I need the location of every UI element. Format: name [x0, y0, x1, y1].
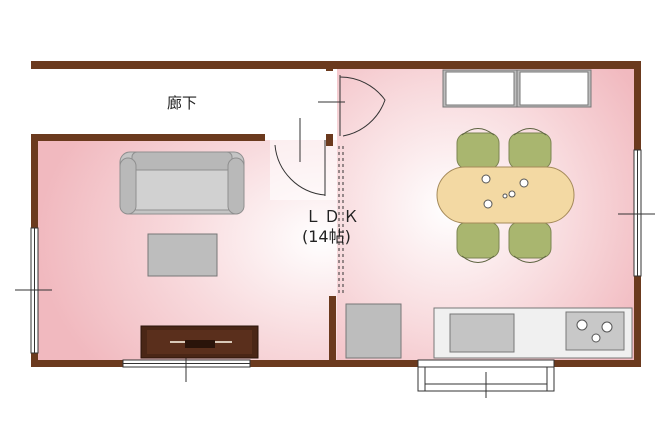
room-name-label: ＬＤＫ	[305, 207, 363, 226]
sofa-icon	[119, 151, 245, 215]
walls	[31, 61, 641, 367]
stove-icon	[565, 311, 625, 351]
cupboard-icon	[442, 69, 592, 108]
ldk-floor-door-zone	[270, 140, 337, 200]
tv-board-icon	[140, 325, 259, 359]
window-icon	[15, 149, 655, 398]
hallway-label: 廊下	[167, 94, 198, 112]
sink-icon	[449, 313, 515, 353]
refrigerator-icon	[345, 303, 402, 359]
kitchen-counter-icon	[433, 307, 633, 359]
coffee-table-icon	[147, 233, 218, 277]
door-swing-icon	[274, 75, 386, 196]
room-size-label: (14帖)	[302, 227, 351, 246]
dining-table-icon	[436, 166, 575, 224]
